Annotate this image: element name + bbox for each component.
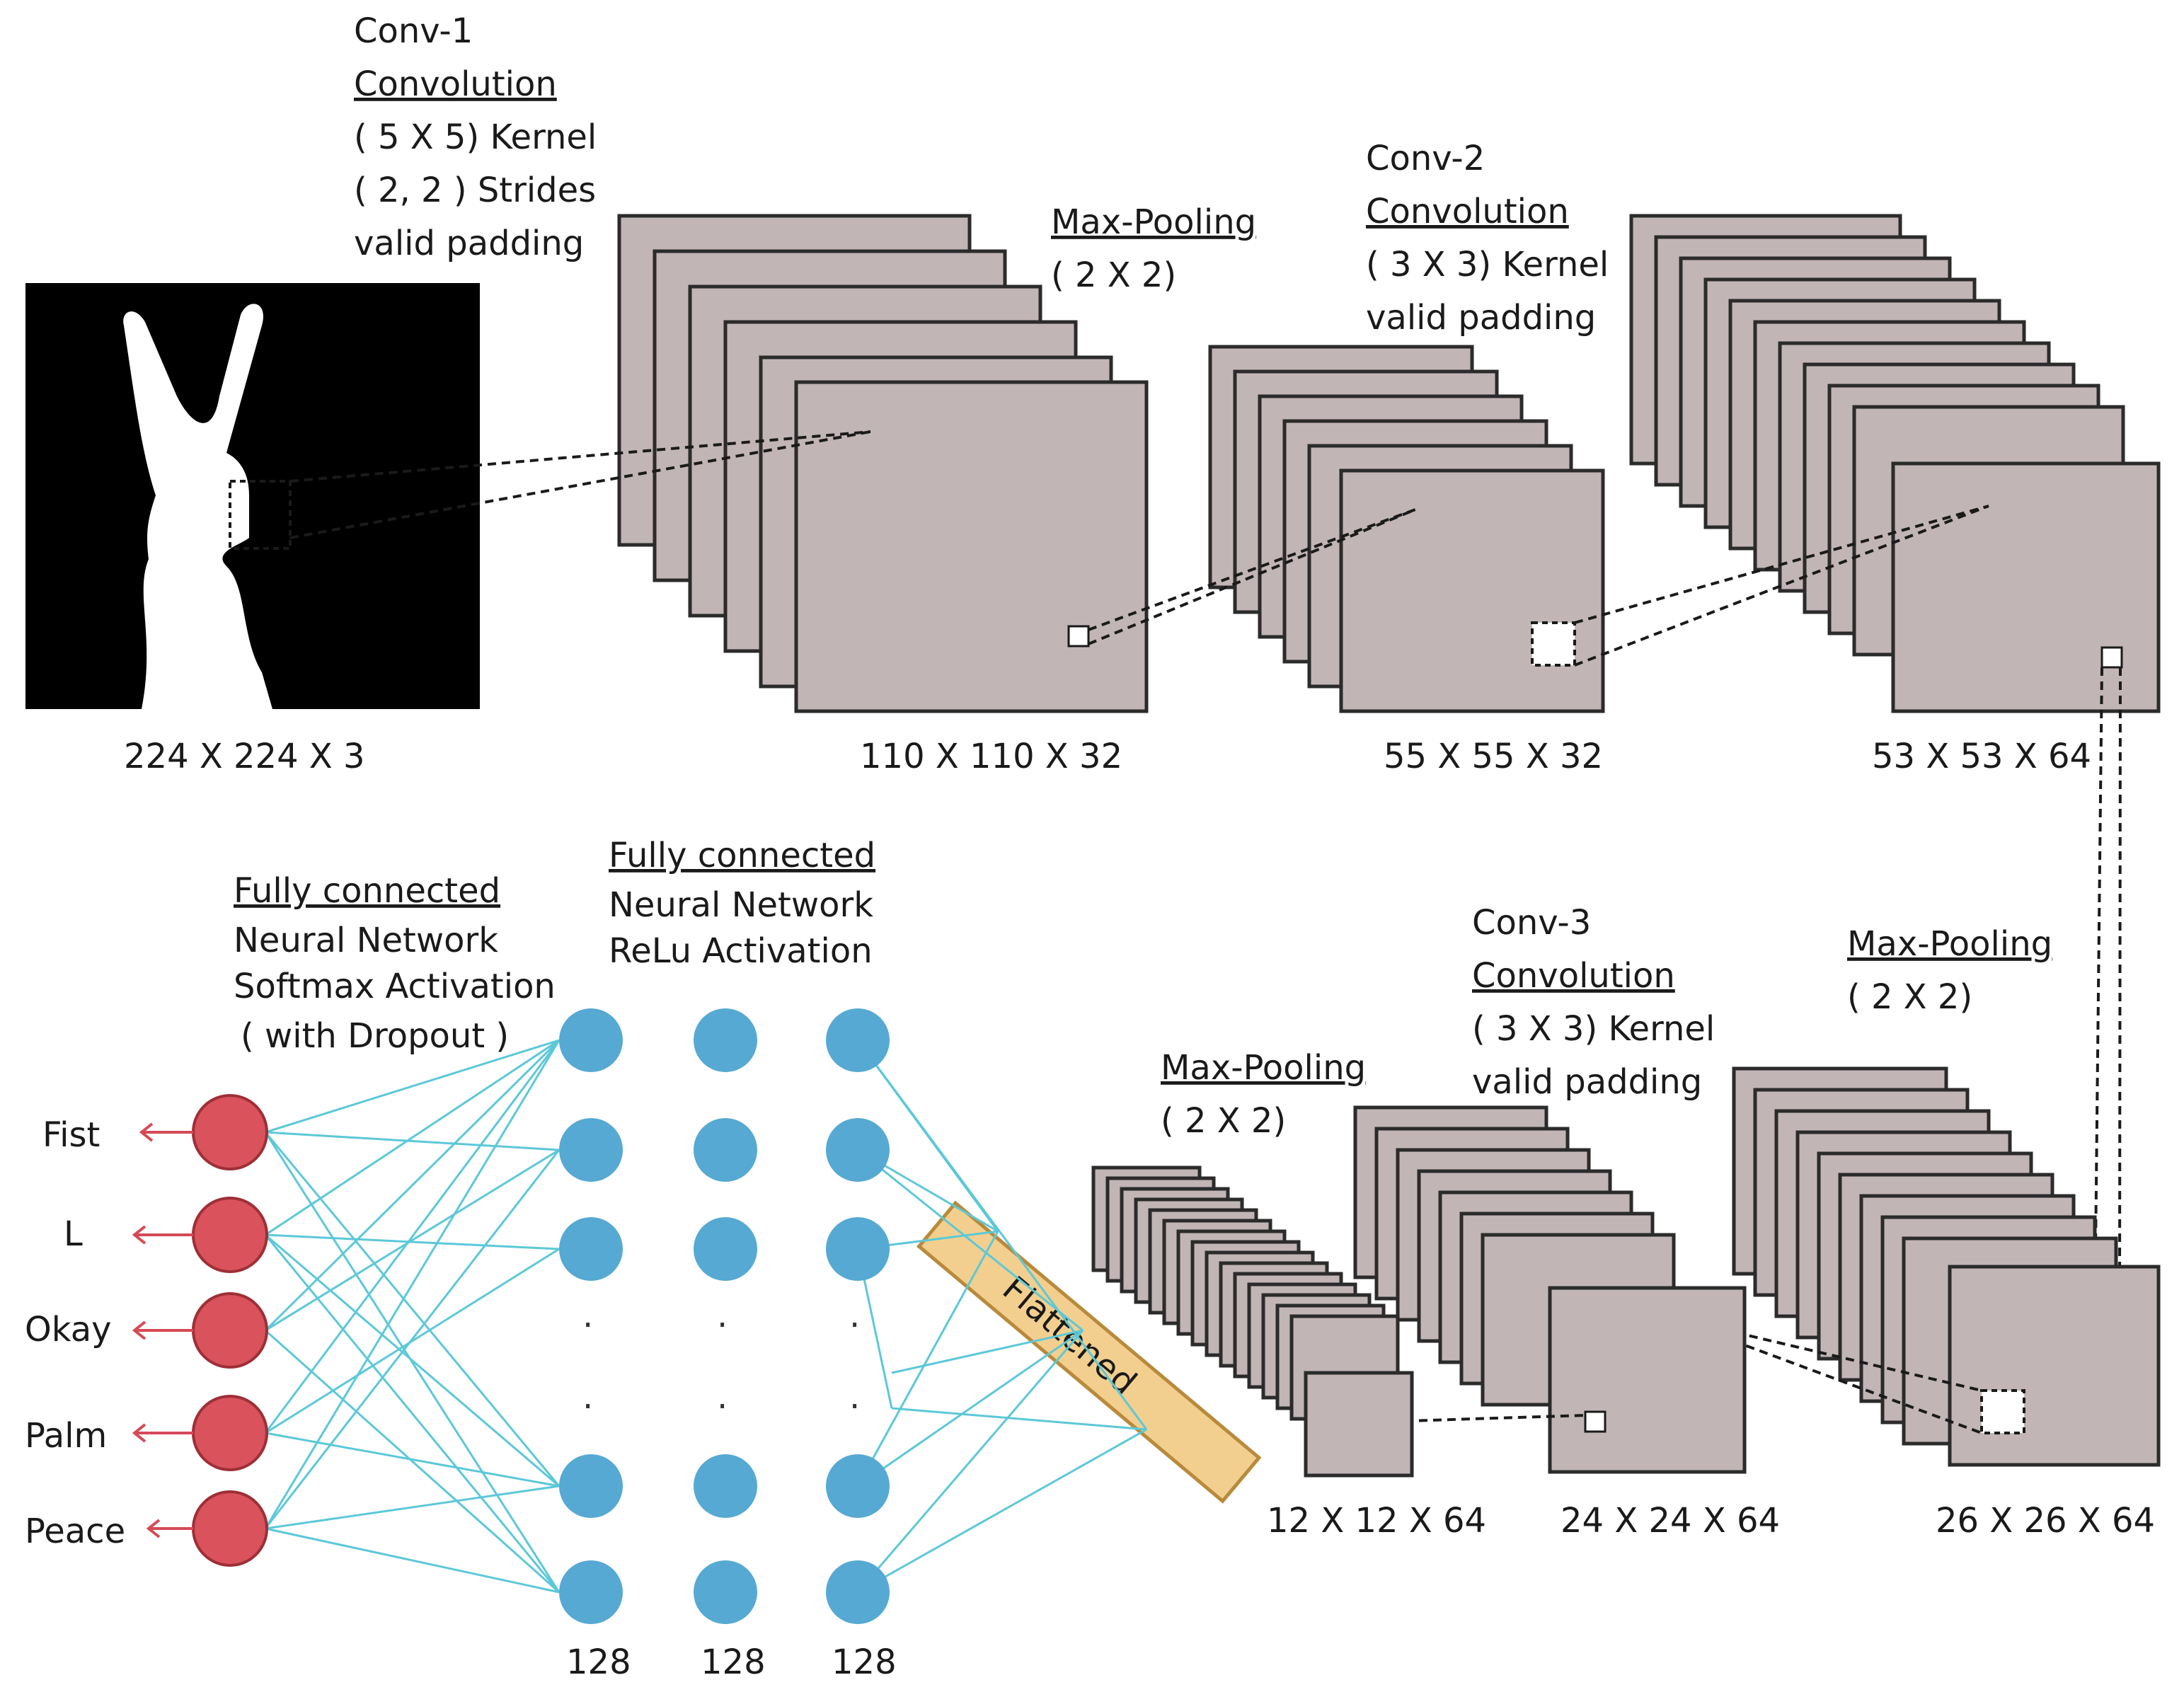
softmax-layer <box>192 1094 268 1567</box>
pool3-dims: 12 X 12 X 64 <box>1267 1501 1486 1541</box>
output-arrows <box>132 1122 193 1538</box>
svg-text:Conv-3: Conv-3 <box>1472 903 1591 943</box>
pool2-feature-stack <box>1732 1066 2161 1467</box>
svg-text:Fully connected: Fully connected <box>234 871 500 911</box>
svg-text:Neural Network: Neural Network <box>609 885 873 925</box>
svg-text:Convolution: Convolution <box>1472 956 1675 996</box>
svg-text:( 2 X 2): ( 2 X 2) <box>1051 255 1176 295</box>
dense-layer-2: . . <box>694 1008 757 1624</box>
class-label-l: L <box>64 1214 83 1254</box>
svg-text:Max-Pooling: Max-Pooling <box>1051 202 1256 242</box>
conv1-feature-stack <box>617 214 1149 713</box>
svg-text:( 5 X 5) Kernel: ( 5 X 5) Kernel <box>354 117 597 157</box>
svg-text:Convolution: Convolution <box>1366 192 1569 231</box>
svg-text:Max-Pooling: Max-Pooling <box>1847 924 2052 964</box>
conv1-label: Conv-1 Convolution ( 5 X 5) Kernel ( 2, … <box>354 11 597 263</box>
class-label-okay: Okay <box>25 1310 112 1349</box>
fc-softmax-label: Fully connected Neural Network Softmax A… <box>234 871 556 1056</box>
svg-text:( 2 X 2): ( 2 X 2) <box>1847 977 1972 1017</box>
conv3-feature-stack <box>1353 1105 1747 1474</box>
class-label-fist: Fist <box>42 1115 100 1155</box>
class-label-palm: Palm <box>25 1416 107 1456</box>
pool2-dims: 26 X 26 X 64 <box>1936 1501 2155 1541</box>
dense-3-size: 128 <box>832 1642 897 1682</box>
pool1-label: Max-Pooling ( 2 X 2) <box>1051 202 1256 295</box>
svg-text:valid padding: valid padding <box>1472 1062 1702 1102</box>
svg-text:ReLu Activation: ReLu Activation <box>609 931 873 971</box>
svg-text:.: . <box>849 1377 860 1417</box>
svg-text:( 3 X 3) Kernel: ( 3 X 3) Kernel <box>1366 245 1609 284</box>
conv2-label: Conv-2 Convolution ( 3 X 3) Kernel valid… <box>1366 139 1609 338</box>
pool3-feature-stack <box>1091 1166 1414 1478</box>
svg-text:.: . <box>582 1377 593 1417</box>
svg-text:Max-Pooling: Max-Pooling <box>1161 1048 1366 1088</box>
svg-text:.: . <box>717 1296 728 1335</box>
conv2-dims: 53 X 53 X 64 <box>1872 737 2091 776</box>
svg-text:Neural Network: Neural Network <box>234 921 498 960</box>
hand-silhouette <box>123 304 272 709</box>
pool1-dims: 55 X 55 X 32 <box>1384 737 1603 776</box>
pool3-label: Max-Pooling ( 2 X 2) <box>1161 1048 1366 1141</box>
svg-text:( with Dropout ): ( with Dropout ) <box>241 1016 509 1056</box>
pool2-label: Max-Pooling ( 2 X 2) <box>1847 924 2052 1017</box>
dense-2-size: 128 <box>701 1642 766 1682</box>
dense-1-size: 128 <box>566 1642 631 1682</box>
softmax-connections <box>264 1039 561 1594</box>
svg-text:Convolution: Convolution <box>354 64 557 104</box>
conv3-dims: 24 X 24 X 64 <box>1561 1501 1780 1541</box>
conv3-label: Conv-3 Convolution ( 3 X 3) Kernel valid… <box>1472 903 1715 1102</box>
fc-relu-label: Fully connected Neural Network ReLu Acti… <box>609 836 875 971</box>
svg-text:.: . <box>582 1296 593 1335</box>
svg-text:.: . <box>849 1296 860 1335</box>
svg-text:Conv-1: Conv-1 <box>354 11 473 51</box>
class-label-peace: Peace <box>25 1512 125 1551</box>
svg-text:Softmax Activation: Softmax Activation <box>234 967 556 1006</box>
svg-text:( 2, 2 ) Strides: ( 2, 2 ) Strides <box>354 171 596 210</box>
svg-text:Conv-2: Conv-2 <box>1366 139 1485 178</box>
svg-text:valid padding: valid padding <box>354 224 584 263</box>
input-dims: 224 X 224 X 3 <box>124 737 365 776</box>
svg-text:( 2 X 2): ( 2 X 2) <box>1161 1101 1286 1141</box>
svg-text:.: . <box>717 1377 728 1417</box>
input-image <box>25 283 480 709</box>
svg-text:valid padding: valid padding <box>1366 298 1596 338</box>
dense-layer-1: . . <box>559 1008 623 1624</box>
svg-text:Fully connected: Fully connected <box>609 836 875 875</box>
conv1-dims: 110 X 110 X 32 <box>860 737 1122 776</box>
svg-text:( 3 X 3) Kernel: ( 3 X 3) Kernel <box>1472 1009 1715 1049</box>
conv2-feature-stack <box>1629 214 2161 713</box>
dense-layer-3: . . <box>826 1008 890 1624</box>
